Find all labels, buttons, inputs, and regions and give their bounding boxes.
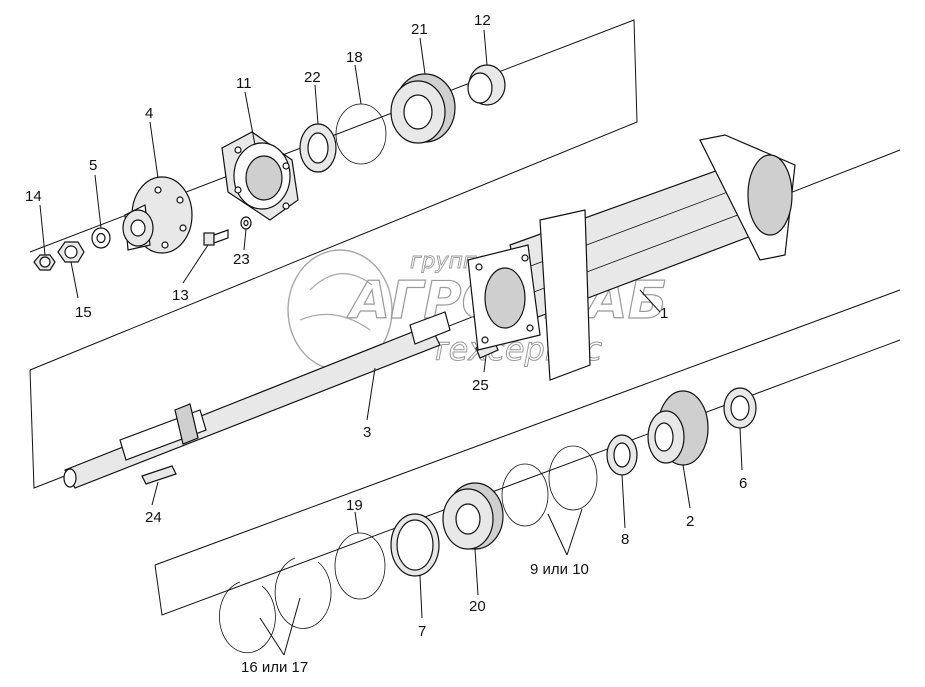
callout-24: 24 bbox=[145, 509, 162, 526]
part-18-ring bbox=[335, 103, 387, 165]
callout-4: 4 bbox=[145, 105, 153, 122]
callout-13: 13 bbox=[172, 287, 189, 304]
callout-1: 1 bbox=[660, 305, 668, 322]
part-14-nut bbox=[33, 254, 56, 271]
callout-labels: 1 2 3 4 5 6 7 8 9 или 10 11 12 13 14 15 … bbox=[25, 12, 747, 676]
part-1-housing bbox=[467, 134, 796, 381]
callout-12: 12 bbox=[474, 12, 491, 29]
callout-8: 8 bbox=[621, 531, 629, 548]
part-5-washer bbox=[91, 227, 111, 249]
part-7-seal bbox=[390, 513, 440, 577]
callout-23: 23 bbox=[233, 251, 250, 268]
part-24-key bbox=[141, 465, 177, 485]
callout-22: 22 bbox=[304, 69, 321, 86]
callout-21: 21 bbox=[411, 21, 428, 38]
part-13-bolt bbox=[203, 229, 229, 246]
part-23-washer bbox=[240, 216, 252, 230]
part-12-bushing bbox=[467, 64, 506, 106]
leader-lines bbox=[39, 29, 743, 656]
part-6-nut bbox=[723, 387, 757, 429]
callout-7: 7 bbox=[418, 623, 426, 640]
callout-25: 25 bbox=[472, 377, 489, 394]
part-21-bearing bbox=[390, 73, 456, 144]
part-9-10-rings bbox=[501, 445, 598, 527]
part-15-nut bbox=[57, 241, 85, 263]
part-22-seal bbox=[299, 123, 337, 173]
part-19-ring bbox=[334, 532, 386, 600]
part-20-bearing bbox=[442, 482, 504, 550]
callout-16-17: 16 или 17 bbox=[241, 659, 308, 676]
callout-9-10: 9 или 10 bbox=[530, 561, 589, 578]
callout-18: 18 bbox=[346, 49, 363, 66]
callout-2: 2 bbox=[686, 513, 694, 530]
callout-11: 11 bbox=[236, 75, 252, 92]
part-3-shaft bbox=[63, 311, 451, 489]
callout-19: 19 bbox=[346, 497, 363, 514]
callout-3: 3 bbox=[363, 424, 371, 441]
part-4-flange bbox=[122, 176, 193, 254]
part-2-bushing bbox=[647, 390, 709, 466]
part-11-bearing-housing bbox=[221, 131, 299, 221]
callout-6: 6 bbox=[739, 475, 747, 492]
callout-14: 14 bbox=[25, 188, 42, 205]
callout-15: 15 bbox=[75, 304, 92, 321]
part-8-seal bbox=[606, 434, 638, 476]
part-16-17-retaining-rings bbox=[219, 557, 332, 654]
callout-20: 20 bbox=[469, 598, 486, 615]
callout-5: 5 bbox=[89, 157, 97, 174]
